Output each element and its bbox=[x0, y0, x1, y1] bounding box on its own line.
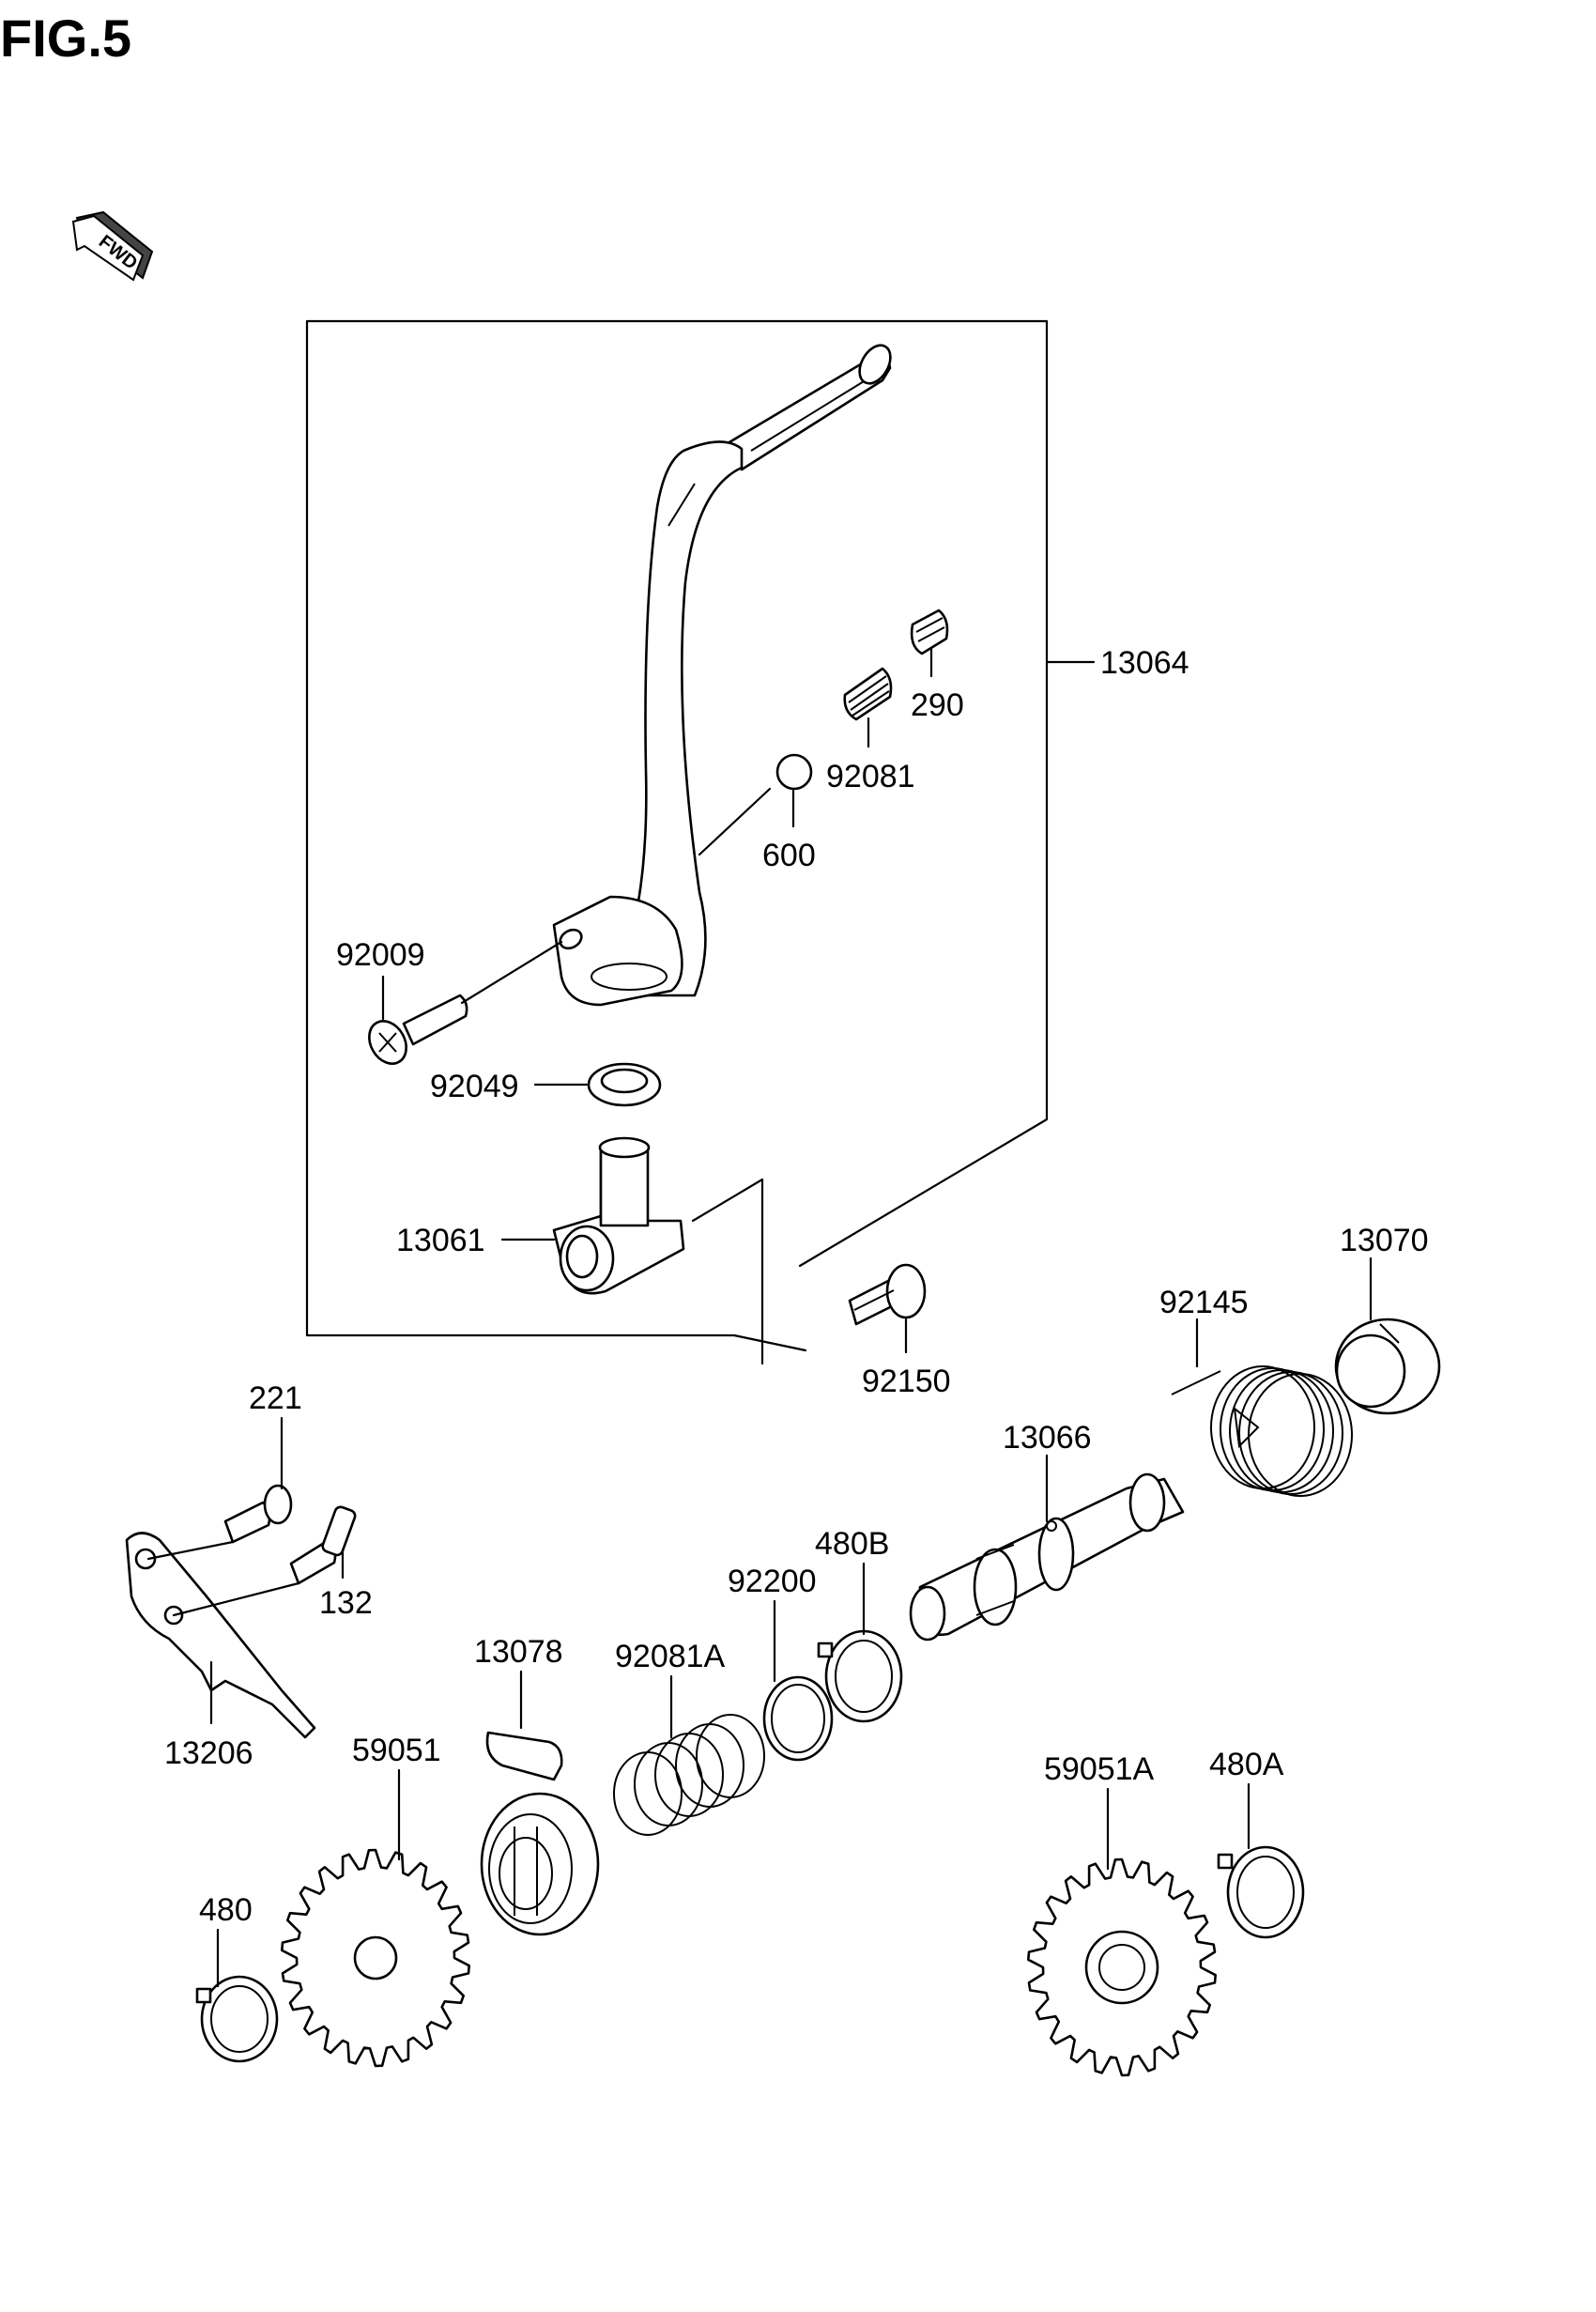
kick-shaft-13066 bbox=[909, 1472, 1185, 1642]
callout-600: 600 bbox=[762, 838, 816, 873]
bolt-221 bbox=[223, 1484, 293, 1544]
bolt-92150 bbox=[848, 1263, 927, 1326]
spring-290 bbox=[910, 609, 949, 655]
circlip-480B bbox=[817, 1629, 903, 1723]
callout-13206: 13206 bbox=[164, 1735, 253, 1771]
washer-92200 bbox=[762, 1675, 834, 1762]
callout-480: 480 bbox=[199, 1892, 253, 1928]
callout-13061: 13061 bbox=[396, 1223, 485, 1258]
callout-290: 290 bbox=[911, 687, 964, 723]
callout-132: 132 bbox=[319, 1585, 373, 1621]
leader-lines bbox=[146, 646, 1373, 1988]
callout-92081A: 92081A bbox=[615, 1639, 726, 1674]
kick-pedal-lever bbox=[552, 344, 892, 1007]
callout-480B: 480B bbox=[815, 1526, 889, 1562]
callout-92200: 92200 bbox=[728, 1564, 817, 1599]
spring-92145 bbox=[1171, 1365, 1353, 1497]
ratchet-plate-13206 bbox=[125, 1532, 316, 1739]
callout-92150: 92150 bbox=[862, 1364, 951, 1399]
shaft-13061 bbox=[552, 1136, 685, 1295]
collar-13070 bbox=[1334, 1318, 1441, 1415]
callout-92081: 92081 bbox=[826, 759, 915, 794]
figure-title: FIG.5 bbox=[0, 8, 131, 68]
callout-13070: 13070 bbox=[1340, 1223, 1429, 1258]
ball-600 bbox=[775, 753, 813, 791]
fwd-arrow-icon: FWD bbox=[71, 210, 154, 282]
spring-92081 bbox=[843, 667, 893, 721]
circlip-480 bbox=[195, 1975, 279, 2063]
callout-480A: 480A bbox=[1209, 1747, 1284, 1782]
circlip-480A bbox=[1217, 1845, 1305, 1939]
callout-221: 221 bbox=[249, 1380, 302, 1416]
callout-92009: 92009 bbox=[336, 937, 425, 973]
callout-13078: 13078 bbox=[474, 1634, 563, 1670]
washer-92049 bbox=[587, 1062, 662, 1107]
callout-13064: 13064 bbox=[1100, 645, 1189, 681]
assembly-frame bbox=[305, 319, 1049, 1365]
callout-labels: 13064 290 92081 600 92009 92049 13061 92… bbox=[164, 645, 1429, 1928]
gear-59051 bbox=[281, 1848, 470, 2068]
bolt-132 bbox=[289, 1505, 357, 1585]
callout-59051A: 59051A bbox=[1044, 1751, 1155, 1787]
callout-13066: 13066 bbox=[1003, 1420, 1092, 1456]
callout-92049: 92049 bbox=[430, 1069, 519, 1104]
ratchet-13078 bbox=[480, 1731, 600, 1936]
callout-92145: 92145 bbox=[1159, 1285, 1249, 1320]
spring-92081A bbox=[613, 1714, 765, 1836]
gear-59051A bbox=[1027, 1857, 1217, 2077]
callout-59051: 59051 bbox=[352, 1733, 441, 1768]
bolt-92009 bbox=[368, 994, 468, 1065]
